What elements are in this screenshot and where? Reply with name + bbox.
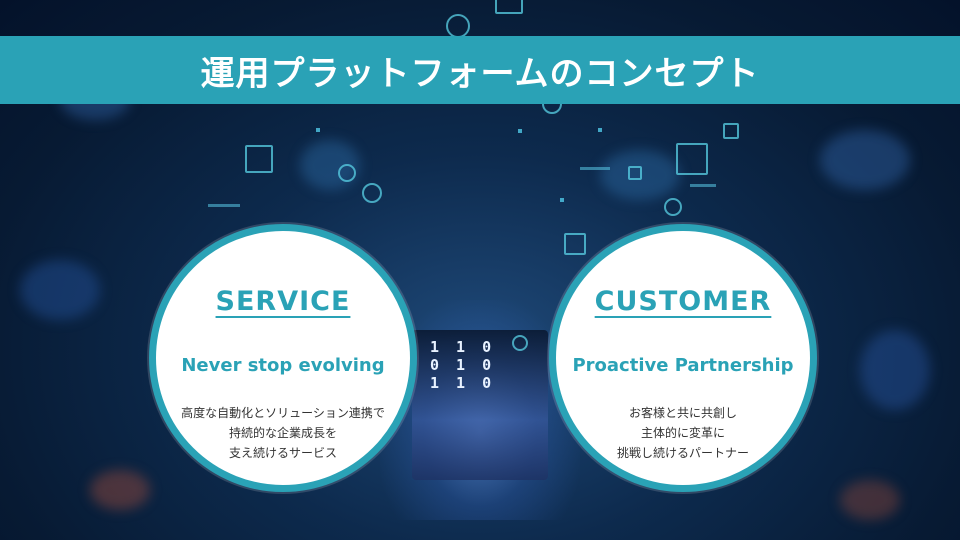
service-description-line: 高度な自動化とソリューション連携で [181, 406, 385, 420]
customer-heading: CUSTOMER [594, 286, 772, 317]
customer-description: お客様と共に共創し 主体的に変革に 挑戦し続けるパートナー [566, 403, 800, 463]
background-digits: 1 1 0 0 1 0 1 1 0 [430, 338, 496, 392]
customer-circle: CUSTOMER Proactive Partnership お客様と共に共創し… [549, 224, 817, 492]
customer-description-line: 挑戦し続けるパートナー [616, 446, 749, 460]
service-circle: SERVICE Never stop evolving 高度な自動化とソリューシ… [149, 224, 417, 492]
customer-tagline: Proactive Partnership [572, 355, 794, 376]
service-description-line: 支え続けるサービス [228, 446, 337, 460]
service-heading: SERVICE [215, 286, 351, 317]
service-description: 高度な自動化とソリューション連携で 持続的な企業成長を 支え続けるサービス [166, 403, 400, 463]
customer-description-line: 主体的に変革に [640, 426, 725, 440]
service-description-line: 持続的な企業成長を [228, 426, 337, 440]
service-tagline: Never stop evolving [181, 355, 385, 376]
title-bar: 運用プラットフォームのコンセプト [0, 36, 960, 104]
page-title: 運用プラットフォームのコンセプト [200, 53, 760, 94]
customer-description-line: お客様と共に共創し [628, 406, 737, 420]
